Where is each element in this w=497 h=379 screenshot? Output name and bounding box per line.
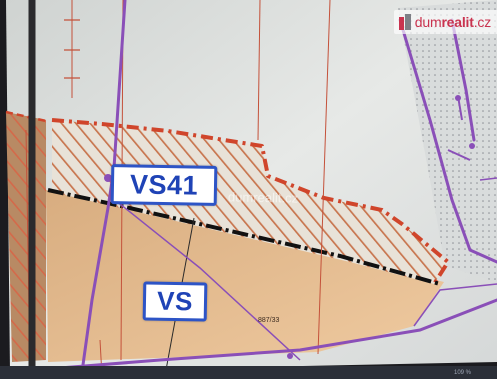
purple-thin-boundaries: [109, 177, 497, 361]
parcel-number: 887/33: [258, 317, 280, 324]
house-icon: [398, 14, 411, 30]
zone-label-vs41: VS41: [110, 164, 218, 206]
brand-logo: dumrealit.cz: [393, 10, 497, 34]
brand-name: dumrealit.cz: [414, 14, 491, 30]
left-hatched-strip: [6, 112, 46, 362]
dotted-zone: [398, 0, 497, 282]
zoom-level: 109 %: [454, 370, 472, 376]
zone-label-vs: VS: [142, 281, 208, 322]
left-strip-outline: [5, 110, 47, 123]
zone-vs41-area: [52, 120, 448, 284]
zone-vs41-outline: [51, 118, 450, 286]
survey-ticks: [64, 19, 80, 79]
center-watermark: dumrealit.cz: [227, 189, 299, 206]
purple-boundaries: [8, 0, 497, 374]
boundary-arrows: [447, 95, 471, 161]
cadastral-boundary: [47, 188, 441, 286]
bottom-status-bar: [0, 366, 497, 379]
